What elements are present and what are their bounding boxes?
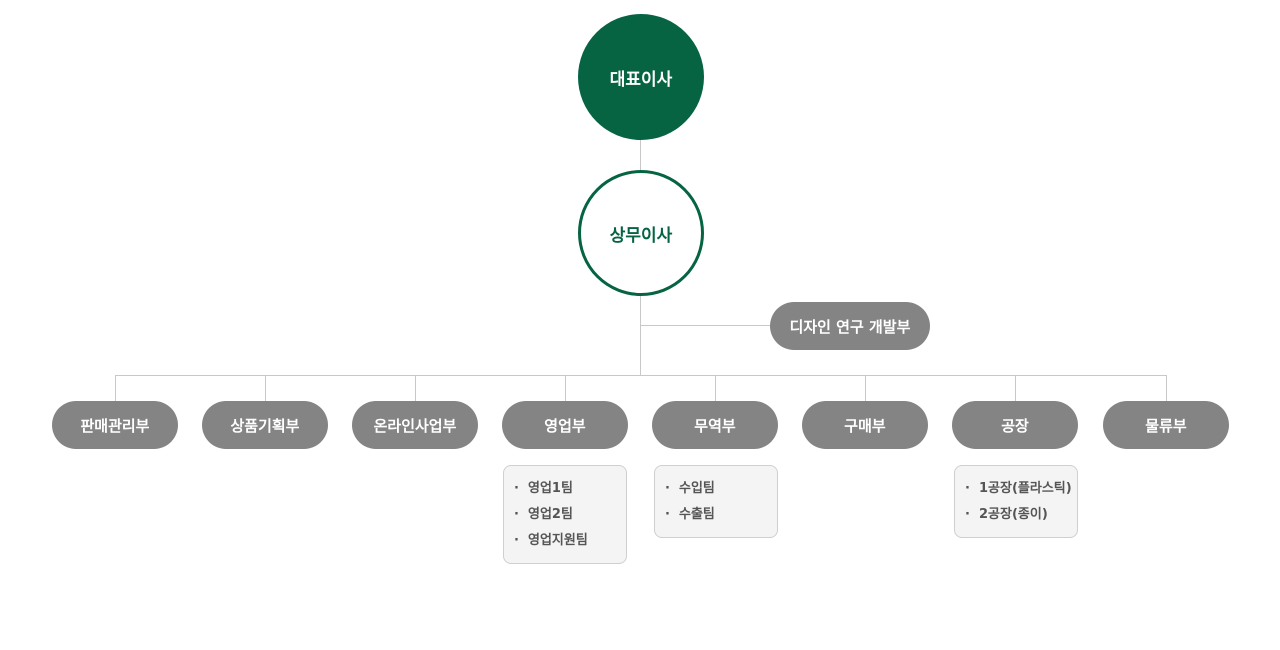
trade-teams-box: · 수입팀 · 수출팀 xyxy=(654,465,778,538)
bullet-icon: · xyxy=(665,507,670,522)
ceo-label: 대표이사 xyxy=(609,69,673,90)
dept-label: 판매관리부 xyxy=(80,416,150,435)
team-item: · 2공장(종이) xyxy=(965,504,1077,530)
connector-design-branch xyxy=(640,325,770,326)
dept-label: 공장 xyxy=(1001,416,1029,435)
team-item: · 수출팀 xyxy=(665,504,777,530)
bullet-icon: · xyxy=(965,507,970,522)
bullet-icon: · xyxy=(965,481,970,496)
dept-label: 온라인사업부 xyxy=(373,416,457,435)
dept-label: 상품기획부 xyxy=(230,416,300,435)
connector-dept-5 xyxy=(715,375,716,401)
dept-factory: 공장 xyxy=(952,401,1078,449)
bullet-icon: · xyxy=(514,533,519,548)
dept-label: 영업부 xyxy=(544,416,586,435)
executive-node: 상무이사 xyxy=(578,170,704,296)
team-label: 수입팀 xyxy=(679,481,715,496)
design-dept-label: 디자인 연구 개발부 xyxy=(789,317,911,336)
dept-trade: 무역부 xyxy=(652,401,778,449)
team-label: 2공장(종이) xyxy=(979,507,1048,522)
bullet-icon: · xyxy=(665,481,670,496)
team-label: 영업1팀 xyxy=(528,481,573,496)
factory-teams-box: · 1공장(플라스틱) · 2공장(종이) xyxy=(954,465,1078,538)
executive-label: 상무이사 xyxy=(609,225,673,246)
dept-label: 물류부 xyxy=(1145,416,1187,435)
connector-dept-7 xyxy=(1015,375,1016,401)
connector-dept-3 xyxy=(415,375,416,401)
connector-dept-2 xyxy=(265,375,266,401)
connector-executive-trunk xyxy=(640,296,641,376)
design-dept-node: 디자인 연구 개발부 xyxy=(770,302,930,350)
connector-ceo-executive xyxy=(640,140,641,170)
sales-teams-box: · 영업1팀 · 영업2팀 · 영업지원팀 xyxy=(503,465,627,564)
connector-dept-8 xyxy=(1166,375,1167,401)
dept-sales: 영업부 xyxy=(502,401,628,449)
connector-dept-4 xyxy=(565,375,566,401)
dept-purchasing: 구매부 xyxy=(802,401,928,449)
dept-label: 무역부 xyxy=(694,416,736,435)
connector-horizontal-bar xyxy=(115,375,1167,376)
team-label: 수출팀 xyxy=(679,507,715,522)
team-label: 영업지원팀 xyxy=(528,533,588,548)
dept-product-planning: 상품기획부 xyxy=(202,401,328,449)
team-item: · 영업2팀 xyxy=(514,504,626,530)
team-item: · 수입팀 xyxy=(665,478,777,504)
bullet-icon: · xyxy=(514,507,519,522)
ceo-node: 대표이사 xyxy=(578,14,704,140)
connector-dept-6 xyxy=(865,375,866,401)
dept-label: 구매부 xyxy=(844,416,886,435)
dept-online-business: 온라인사업부 xyxy=(352,401,478,449)
dept-logistics: 물류부 xyxy=(1103,401,1229,449)
team-label: 영업2팀 xyxy=(528,507,573,522)
bullet-icon: · xyxy=(514,481,519,496)
dept-sales-management: 판매관리부 xyxy=(52,401,178,449)
team-item: · 영업지원팀 xyxy=(514,530,626,556)
team-item: · 영업1팀 xyxy=(514,478,626,504)
team-item: · 1공장(플라스틱) xyxy=(965,478,1077,504)
team-label: 1공장(플라스틱) xyxy=(979,481,1072,496)
connector-dept-1 xyxy=(115,375,116,401)
